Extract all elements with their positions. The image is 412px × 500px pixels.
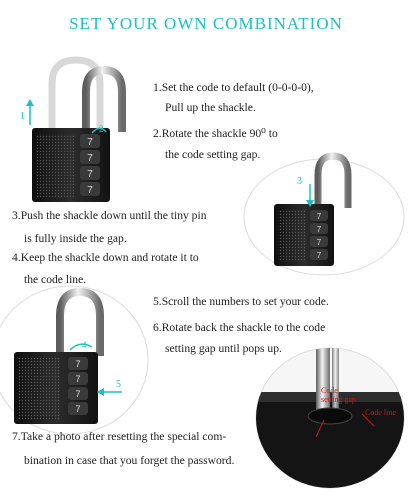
svg-text:7: 7 bbox=[87, 153, 93, 164]
svg-text:7: 7 bbox=[317, 251, 322, 260]
step-1-line-1: 1.Set the code to default (0-0-0-0), bbox=[153, 81, 314, 94]
step-6-line-2: setting gap until pops up. bbox=[165, 342, 282, 355]
lock-body bbox=[14, 352, 98, 424]
step-7-line-2: bination in case that you forget the pas… bbox=[24, 454, 235, 467]
lock-texture bbox=[18, 358, 60, 420]
rotate-arrow-icon bbox=[69, 343, 93, 351]
step-4-line-1: 4.Keep the shackle down and rotate it to bbox=[12, 251, 199, 264]
shackle bbox=[314, 152, 352, 208]
step-2-line-1: 2.Rotate the shackle 90⁰ to bbox=[153, 127, 278, 140]
step-2-line-2: the code setting gap. bbox=[165, 148, 261, 161]
code-line-label: Code line bbox=[365, 408, 396, 417]
svg-text:7: 7 bbox=[317, 212, 322, 221]
svg-text:7: 7 bbox=[75, 389, 80, 399]
svg-text:7: 7 bbox=[75, 374, 80, 384]
dial-wheels: 7 7 7 7 bbox=[80, 134, 100, 196]
shackle bbox=[56, 287, 104, 356]
svg-text:7: 7 bbox=[75, 404, 80, 414]
step-4-line-2: the code line. bbox=[24, 273, 87, 286]
circle-frame bbox=[0, 285, 149, 435]
step-7-line-1: 7.Take a photo after resetting the speci… bbox=[12, 430, 227, 443]
arrow-label-5: 5 bbox=[116, 379, 121, 390]
svg-text:7: 7 bbox=[87, 169, 93, 180]
arrow-label-2: 2 bbox=[99, 124, 104, 134]
step-3-line-2: is fully inside the gap. bbox=[24, 232, 127, 245]
lock-texture bbox=[278, 210, 306, 262]
step-3-line-1: 3.Push the shackle down until the tiny p… bbox=[12, 209, 207, 222]
svg-text:7: 7 bbox=[75, 359, 80, 369]
arrow-label-3: 3 bbox=[297, 176, 302, 187]
arrow-label-1: 1 bbox=[20, 111, 25, 122]
circle-frame bbox=[255, 347, 405, 489]
svg-text:7: 7 bbox=[87, 137, 93, 148]
arrow-label-4: 4 bbox=[82, 340, 87, 350]
step-6-line-1: 6.Rotate back the shackle to the code bbox=[153, 321, 326, 334]
lock-body bbox=[274, 204, 334, 266]
svg-text:7: 7 bbox=[317, 238, 322, 247]
code-setting-gap-label: Code setting gap bbox=[321, 386, 356, 404]
dial-wheels: 7 7 7 7 bbox=[310, 210, 328, 260]
circle-frame bbox=[243, 158, 405, 276]
step-1-line-2: Pull up the shackle. bbox=[165, 101, 256, 114]
lock-body bbox=[32, 128, 110, 202]
step-5-line-1: 5.Scroll the numbers to set your code. bbox=[153, 295, 329, 308]
page-title: SET YOUR OWN COMBINATION bbox=[69, 14, 343, 33]
gap-pointer bbox=[315, 419, 325, 438]
svg-text:7: 7 bbox=[87, 185, 93, 196]
svg-text:7: 7 bbox=[317, 225, 322, 234]
ghost-shackle bbox=[48, 56, 104, 132]
lock-texture bbox=[36, 134, 74, 198]
dial-wheels: 7 7 7 7 bbox=[68, 357, 88, 415]
shackle bbox=[82, 65, 126, 132]
